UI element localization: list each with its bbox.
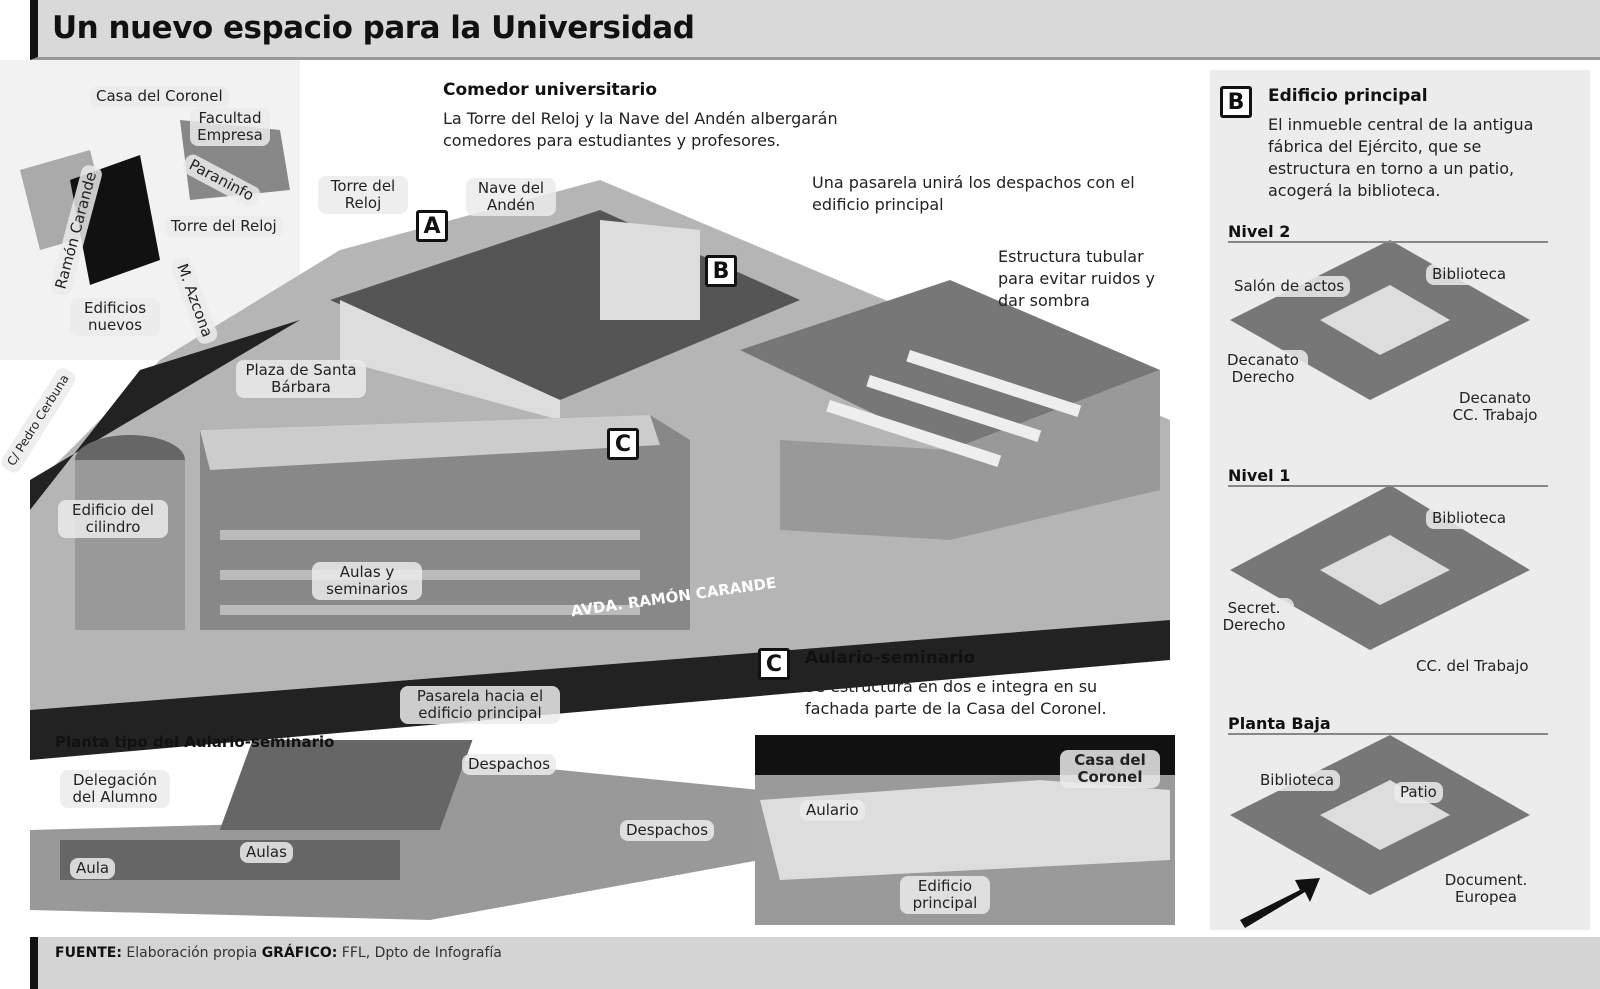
badge-b: B (705, 255, 737, 287)
torre-label: Torre del Reloj (318, 176, 408, 214)
aulario-title: Aulario-seminario (805, 648, 976, 668)
level-label: Document. Europea (1436, 870, 1536, 908)
comedor-text: La Torre del Reloj y la Nave del Andén a… (443, 109, 838, 150)
planta-label: Despachos (462, 754, 557, 775)
title-bar (30, 0, 1600, 60)
level-label: Biblioteca (1426, 264, 1513, 285)
cilindro-label: Edificio del cilindro (58, 500, 168, 538)
pasarela-note: Una pasarela unirá los despachos con el … (812, 173, 1135, 214)
aulario-label: Edificio principal (900, 876, 990, 914)
planta-label: Despachos (620, 820, 715, 841)
map-label: Edificios nuevos (70, 298, 160, 336)
aulas-label: Aulas y seminarios (312, 562, 422, 600)
planta-label: Pasarela hacia el edificio principal (400, 686, 560, 724)
badge-c: C (607, 428, 639, 460)
planta-label: Aula (70, 858, 116, 879)
graphic-label: GRÁFICO: (261, 945, 338, 961)
aulario-label: Aulario (800, 800, 865, 821)
estructura-note: Estructura tubular para evitar ruidos y … (998, 247, 1155, 310)
comedor-title: Comedor universitario (443, 80, 658, 100)
edificio-title: Edificio principal (1268, 86, 1428, 106)
map-label: Facultad Empresa (190, 108, 270, 146)
badge-a: A (416, 210, 448, 242)
level-label: CC. del Trabajo (1410, 656, 1535, 677)
level-label: Secret. Derecho (1214, 598, 1294, 636)
level-heading: Planta Baja (1228, 714, 1548, 735)
edificio-text: El inmueble central de la antigua fábric… (1268, 115, 1534, 200)
page-title: Un nuevo espacio para la Universidad (52, 10, 695, 46)
credits: FUENTE: Elaboración propia GRÁFICO: FFL,… (55, 945, 502, 961)
nave-label: Nave del Andén (466, 178, 556, 216)
planta-title: Planta tipo del Aulario-seminario (55, 733, 335, 751)
level-label: Salón de actos (1228, 276, 1351, 297)
level-label: Biblioteca (1426, 508, 1513, 529)
map-label: Torre del Reloj (165, 216, 283, 237)
planta-label: Aulas (240, 842, 293, 863)
level-heading: Nivel 1 (1228, 466, 1548, 487)
plaza-label: Plaza de Santa Bárbara (236, 360, 366, 398)
planta-label: Delegación del Alumno (60, 770, 170, 808)
badge-c: C (758, 648, 790, 680)
aulario-label: Casa del Coronel (1060, 750, 1160, 788)
footer (30, 937, 1600, 989)
level-label: Patio (1394, 782, 1443, 803)
graphic-credit: FFL, Dpto de Infografía (341, 945, 502, 961)
map-label: Casa del Coronel (90, 86, 229, 107)
level-heading: Nivel 2 (1228, 222, 1548, 243)
level-label: Decanato CC. Trabajo (1440, 388, 1550, 426)
level-label: Decanato Derecho (1218, 350, 1308, 388)
badge-b: B (1220, 86, 1252, 118)
floor-plans (1230, 240, 1530, 928)
source-label: FUENTE: (55, 945, 122, 961)
level-label: Biblioteca (1254, 770, 1341, 791)
aulario-text: Se estructura en dos e integra en su fac… (805, 677, 1107, 718)
source: Elaboración propia (126, 945, 258, 961)
